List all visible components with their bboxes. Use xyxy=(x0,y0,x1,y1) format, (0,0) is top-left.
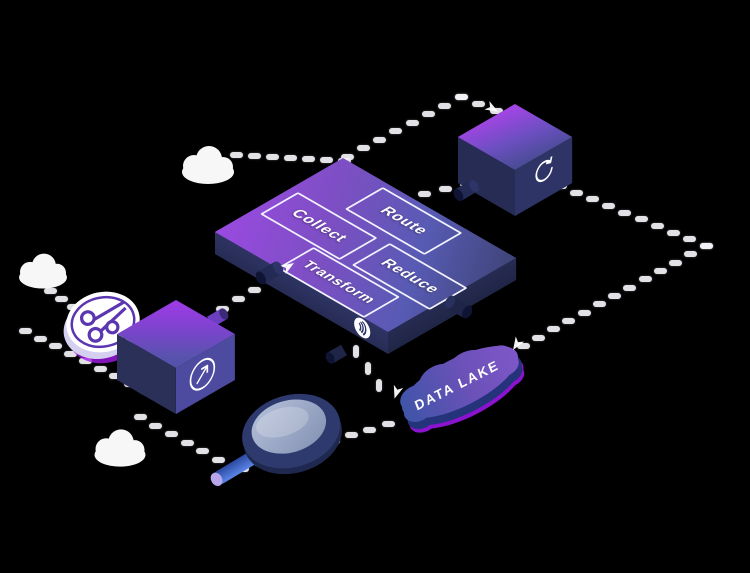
connector-dash xyxy=(229,152,243,158)
network-coin xyxy=(63,291,142,364)
cloud-icon xyxy=(94,429,146,467)
magnifier-head xyxy=(242,393,342,475)
connector-dash xyxy=(389,128,403,135)
connector-dash xyxy=(43,288,57,294)
connector-dash xyxy=(381,421,395,427)
connector-dash xyxy=(18,328,32,334)
platform-port xyxy=(256,261,284,285)
cloud-icon xyxy=(182,146,234,184)
connector-dash xyxy=(547,326,560,333)
connector-dash xyxy=(602,203,616,209)
connector-dash xyxy=(405,119,419,126)
connector-dash xyxy=(63,350,77,357)
data-lake: DATA LAKE xyxy=(390,329,534,444)
connector-dash xyxy=(699,243,713,249)
connector-dash xyxy=(79,358,92,364)
arrow-up-right-circle-icon xyxy=(189,357,216,391)
connector-dash xyxy=(585,196,599,203)
connector-dash xyxy=(231,296,245,303)
connector-dash xyxy=(650,223,664,229)
connector-dash xyxy=(454,94,468,100)
connector-dash xyxy=(211,456,225,463)
connector-dash xyxy=(373,136,387,143)
wave-logo-icon xyxy=(353,317,371,339)
connector-dash xyxy=(592,301,606,308)
connector-dash xyxy=(623,284,637,291)
connector-dash xyxy=(247,286,261,293)
connector-dash xyxy=(353,344,359,358)
connector-dash xyxy=(531,334,545,341)
connector-dash xyxy=(683,236,697,243)
connector-dash xyxy=(438,186,452,192)
connector-dash xyxy=(164,431,178,437)
network-nodes-icon xyxy=(79,300,127,343)
connector-dash xyxy=(319,157,333,163)
connector-dash xyxy=(283,155,297,161)
magnifier-icon xyxy=(210,393,342,486)
refresh-circular-arrow-icon xyxy=(535,156,553,183)
route-label: Route xyxy=(375,204,433,237)
connector-dash xyxy=(653,268,667,274)
connector-dash xyxy=(472,101,485,107)
connector-dash xyxy=(94,365,108,372)
connector-dash xyxy=(376,378,382,392)
connector-dash xyxy=(638,276,652,283)
cube-port xyxy=(453,179,479,202)
collect-label: Collect xyxy=(287,207,352,245)
connector-dash xyxy=(149,422,163,429)
connector-dash xyxy=(356,145,370,152)
connector-dash xyxy=(48,343,62,349)
connector-dash xyxy=(667,229,681,236)
connector-dash xyxy=(569,189,583,196)
connector-dash xyxy=(345,432,358,439)
platform-left-face xyxy=(214,232,389,354)
connector-dash xyxy=(55,296,68,302)
connector-dash xyxy=(577,309,591,316)
cube-right-face xyxy=(176,334,235,414)
connector-dash xyxy=(133,414,147,420)
connector-dash xyxy=(634,216,648,223)
connector-dash xyxy=(109,373,123,379)
connector-dash xyxy=(340,154,354,160)
connector-dash xyxy=(265,154,279,160)
connector-dash xyxy=(301,156,315,162)
connector-dash xyxy=(196,448,210,454)
connector-dash xyxy=(247,153,261,159)
connector-dash xyxy=(363,426,377,433)
connector-dash xyxy=(684,251,698,258)
connector-dash xyxy=(421,111,435,118)
platform-port xyxy=(444,295,472,319)
connector-dash xyxy=(33,335,47,342)
connector-dash xyxy=(364,361,371,375)
connector-dash xyxy=(180,439,194,446)
platform-port xyxy=(325,344,347,364)
connector-dash xyxy=(618,209,632,216)
cube-right-face xyxy=(515,137,573,216)
connector-dash xyxy=(669,259,682,266)
connector-dash xyxy=(562,318,576,324)
connector-dash xyxy=(438,102,452,109)
connector-dash xyxy=(608,293,621,299)
connector-dash xyxy=(417,191,431,197)
